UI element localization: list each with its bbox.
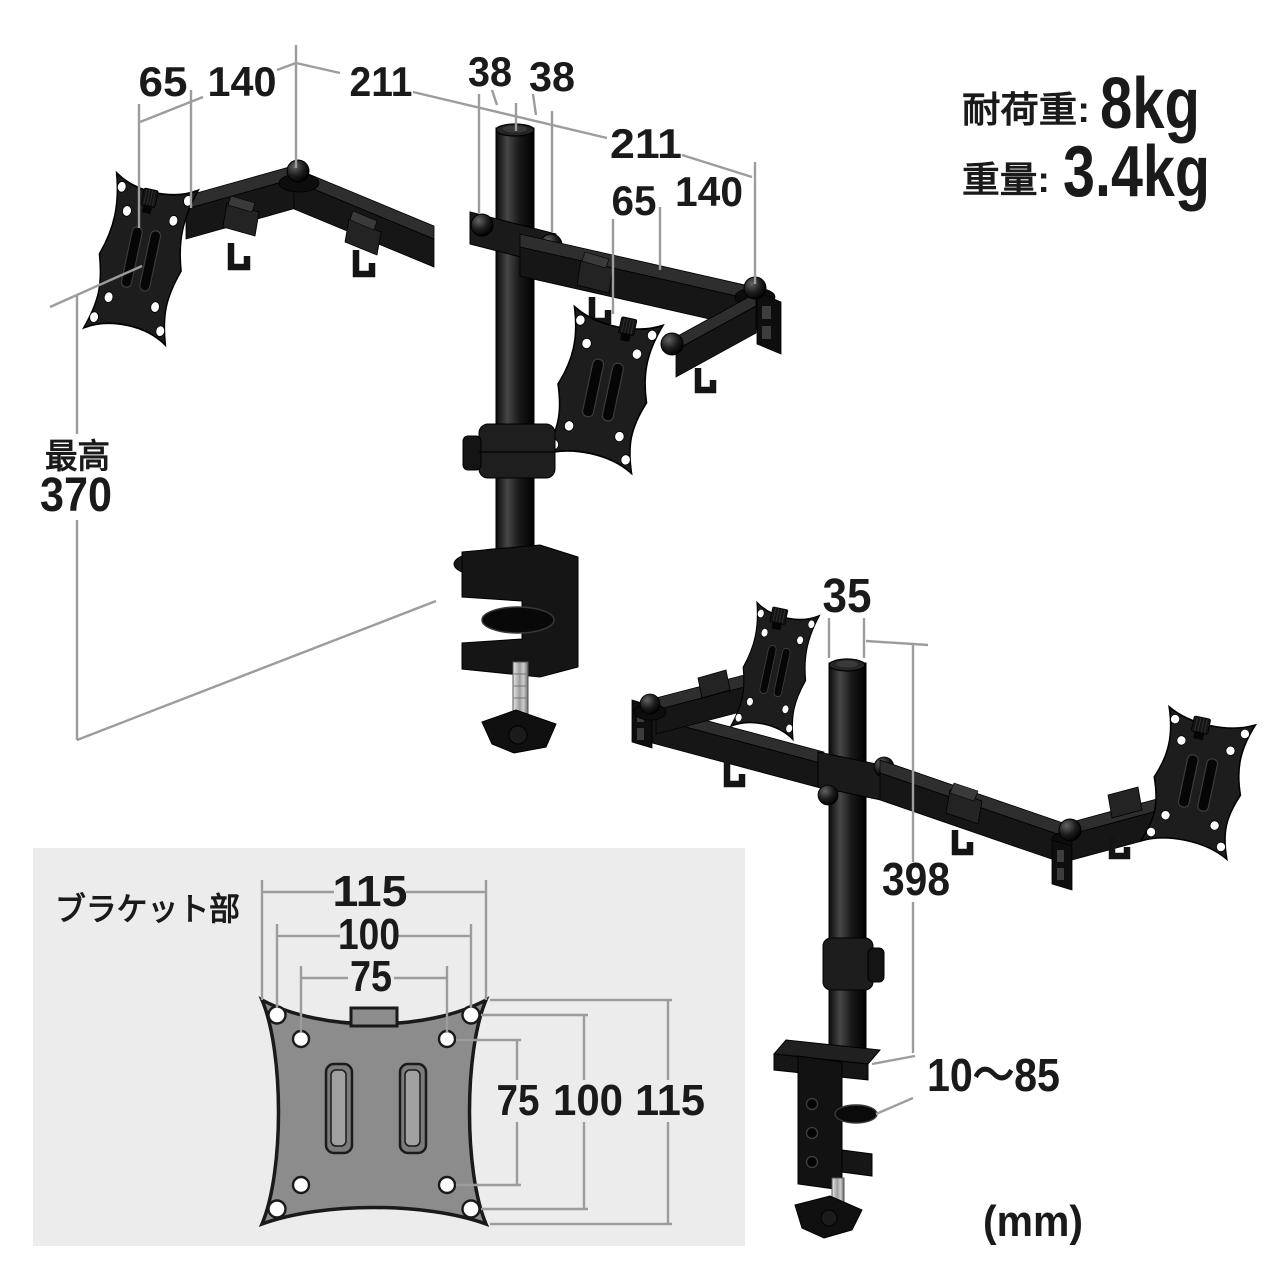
view1-dimensions: 65 140 211 38 38 211 65 140 最高 370: [40, 45, 757, 742]
load-capacity-value: 8kg: [1100, 64, 1200, 144]
dim-left-reach: 211: [350, 58, 413, 105]
dim-plate-height: 115: [635, 1076, 705, 1125]
view2-arm-assembly: [631, 601, 1257, 1239]
clamp-bolt: [805, 1126, 819, 1140]
dim-pole-diameter: 35: [823, 570, 872, 623]
left-arm: [185, 159, 435, 278]
desk-clamp: [453, 544, 579, 754]
desk-clamp: [773, 1039, 881, 1239]
dim-left-arm: 140: [208, 58, 277, 105]
bracket-inset: ブラケット部: [33, 848, 745, 1246]
clamp-pad: [834, 1104, 878, 1124]
weight-value: 3.4kg: [1063, 132, 1210, 212]
dim-right-offset: 65: [612, 177, 657, 224]
dim-vesa100-h: 100: [338, 910, 400, 959]
dim-pole-height: 398: [882, 853, 950, 905]
vesa-plate-left: [82, 171, 200, 347]
cable-hook: [588, 297, 612, 325]
elbow-ball-joint: [1058, 818, 1082, 842]
dim-vesa100-v: 100: [553, 1076, 623, 1125]
dim-plate-width: 115: [333, 867, 408, 916]
weight-label: 重量:: [962, 159, 1050, 200]
cable-hook: [694, 368, 717, 394]
max-height-value: 370: [40, 469, 112, 522]
cable-hook: [951, 830, 974, 856]
elbow-ball-joint: [286, 159, 310, 183]
bracket-title: ブラケット部: [55, 891, 240, 927]
elbow-ball-joint: [639, 693, 661, 715]
bracket-dims-vertical: 75 100 115: [456, 998, 705, 1226]
dim-left-offset: 65: [139, 58, 188, 105]
load-capacity-label: 耐荷重:: [962, 89, 1090, 130]
clamp-bolt: [805, 1155, 819, 1169]
pole-collar: [462, 423, 556, 479]
unit-label: (mm): [983, 1197, 1083, 1246]
dim-pole-left: 38: [468, 48, 512, 95]
vesa-bracket-front: [258, 996, 490, 1228]
dim-right-reach: 211: [610, 120, 682, 167]
dim-vesa75-v: 75: [497, 1076, 540, 1125]
view1-arm-assembly: [82, 123, 782, 754]
pole-collar: [822, 937, 885, 991]
plate-top-tab: [349, 1006, 399, 1028]
bracket-dims-horizontal: 115 100 75: [260, 867, 488, 1032]
vesa-plate-center: [542, 305, 664, 475]
pole: [828, 662, 867, 1060]
dim-pole-right: 38: [529, 53, 575, 100]
vesa-plate-left: [729, 601, 821, 741]
cable-hook: [227, 243, 251, 271]
spec-text: 耐荷重: 8kg 重量: 3.4kg: [962, 64, 1210, 212]
dim-clamp-range: 10〜85: [927, 1049, 1060, 1101]
dim-right-arm: 140: [675, 168, 743, 215]
pole: [495, 127, 535, 567]
cable-hook: [352, 250, 376, 278]
max-height-label: 最高: [45, 438, 110, 476]
plate-pivot-joint: [660, 332, 684, 356]
clamp-pad: [481, 606, 555, 634]
vesa-plate-right: [1139, 705, 1257, 861]
dim-vesa75-h: 75: [350, 952, 392, 1001]
clamp-bolt: [805, 1097, 819, 1111]
cable-hook: [1108, 836, 1131, 860]
right-arm: [519, 233, 782, 394]
view2-dimensions: 35 398 10〜85: [823, 570, 1060, 1116]
cable-hook: [723, 762, 746, 788]
